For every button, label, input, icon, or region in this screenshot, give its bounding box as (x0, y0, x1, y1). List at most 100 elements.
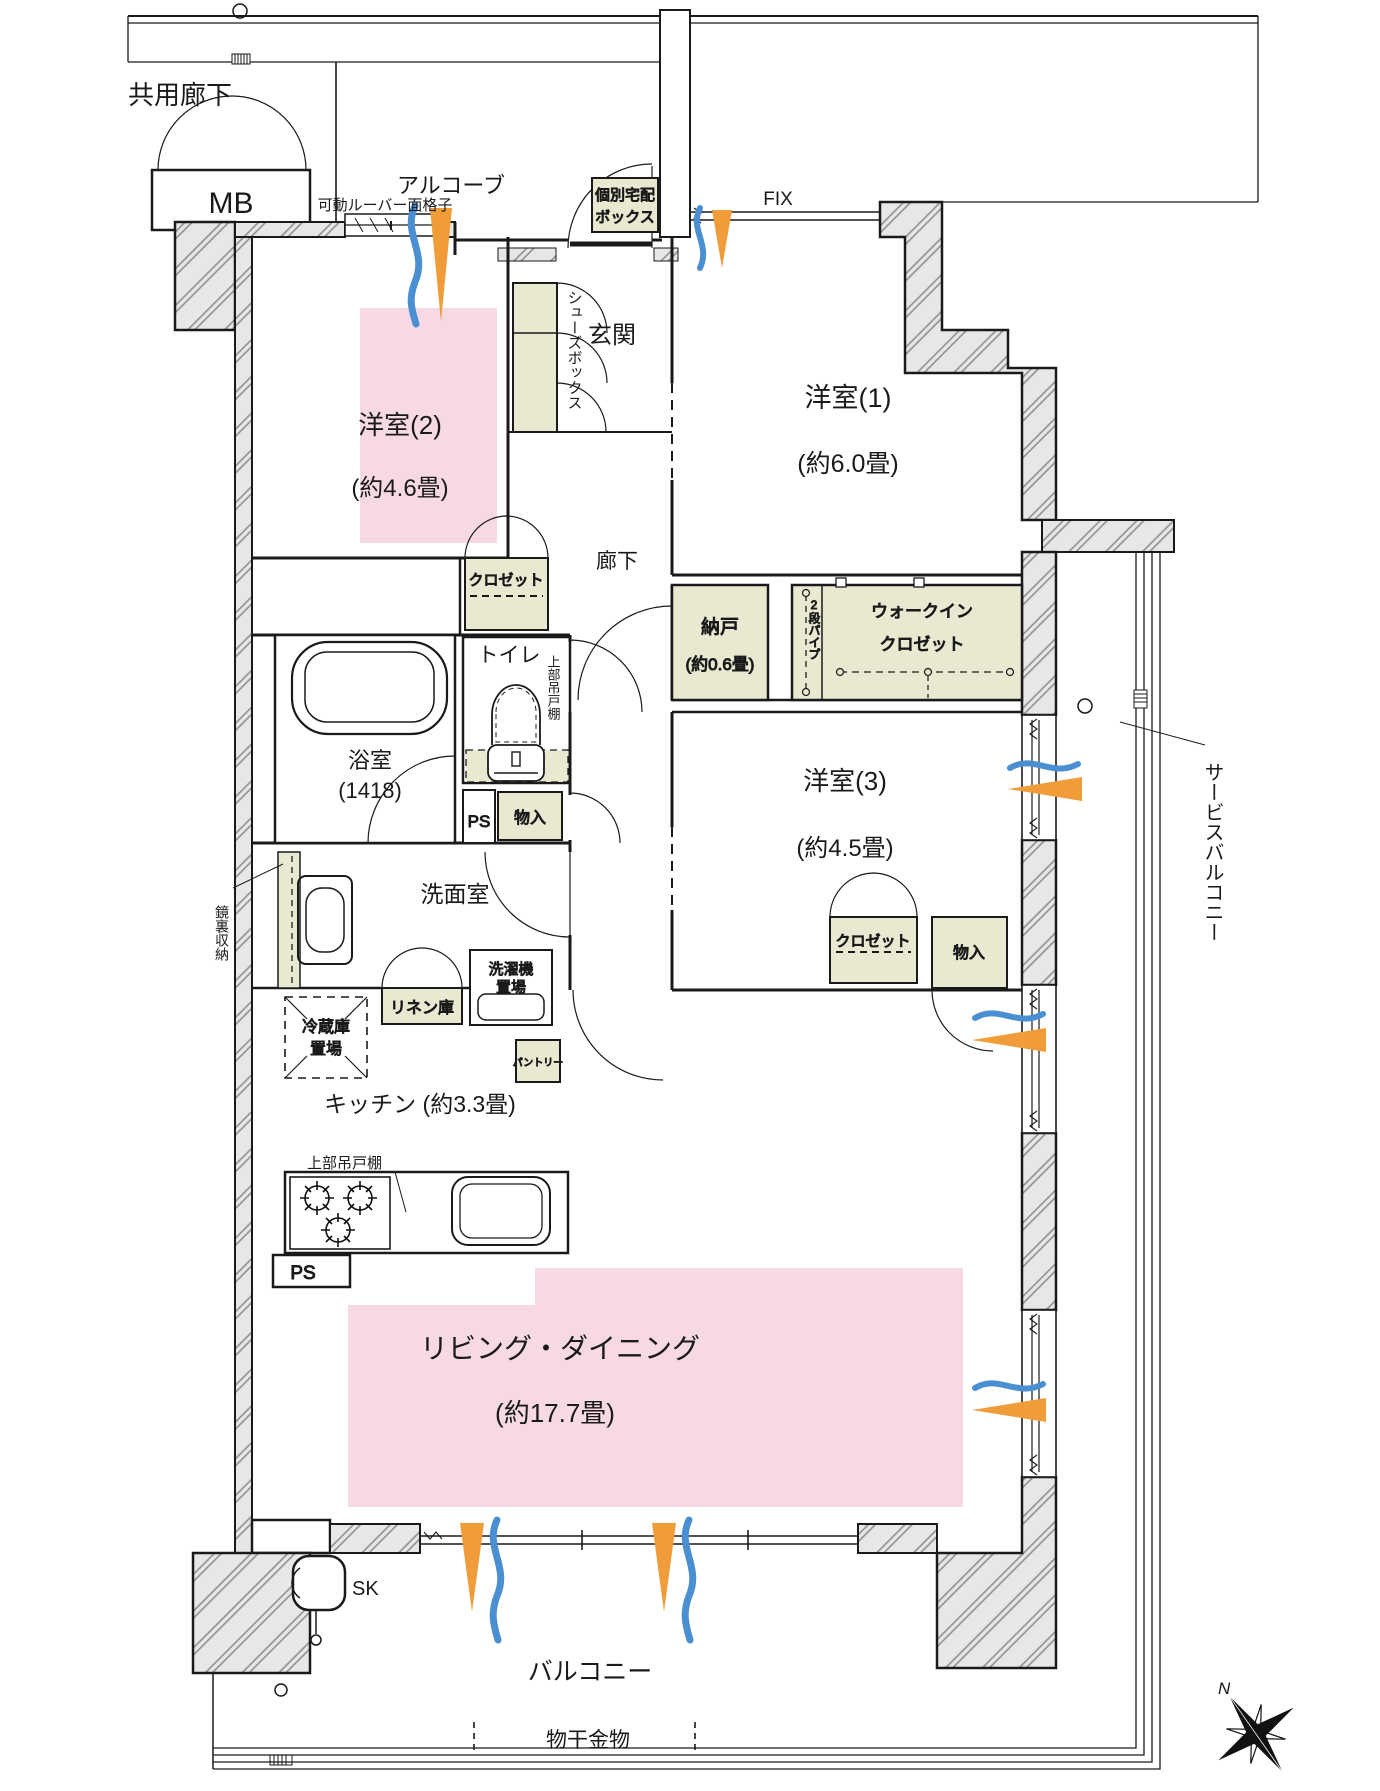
airflow-arrow-icon (972, 1380, 1046, 1422)
living-east-window-2 (1021, 1309, 1057, 1478)
room3-closet: クロゼット (829, 916, 918, 984)
mirror-storage-label: 鏡裏収納 (214, 905, 230, 962)
mb-label: MB (209, 187, 254, 220)
drain-circle-icon (1077, 698, 1093, 714)
windows (344, 207, 1057, 1550)
vent-icon (231, 53, 251, 65)
two-tier-pipe-label: 2段パイプ (807, 598, 821, 660)
doors (367, 163, 994, 1081)
laundry-hardware-label: 物干金物 (546, 1729, 630, 1752)
upper-cabinet-leader (394, 1171, 407, 1213)
room2-closet: クロゼット (464, 557, 549, 631)
linen-cabinet: リネン庫 (381, 987, 463, 1025)
alcove-label: アルコーブ (397, 173, 505, 198)
svg-text:納戸: 納戸 (701, 616, 739, 638)
balcony-railings (213, 552, 1206, 1770)
toilet-label: トイレ (478, 644, 541, 667)
hall-storage-box: 物入 (497, 791, 563, 841)
svg-text:クロゼット: クロゼット (468, 572, 543, 589)
svg-text:PS: PS (290, 1263, 315, 1284)
room2-size-label: (約4.6畳) (351, 475, 448, 502)
vent-icon (269, 1754, 293, 1766)
svg-text:クロゼット: クロゼット (835, 933, 910, 950)
common-corridor (127, 3, 1259, 222)
svg-text:リネン庫: リネン庫 (390, 999, 454, 1017)
storage-room: 納戸 (約0.6畳) (670, 583, 770, 702)
shoes-box (512, 282, 558, 433)
room-labels: アルコーブ 可動ルーバー面格子 FIX 洋室(2) (約4.6畳) 玄関 シュー… (214, 173, 1223, 1752)
svg-text:物入: 物入 (953, 944, 985, 962)
drain-circle-icon (232, 3, 248, 19)
living-storage-box: 物入 (931, 916, 1008, 989)
room3-label: 洋室(3) (803, 766, 887, 796)
room2-label: 洋室(2) (358, 410, 442, 440)
storage-units: 個別宅配 ボックス クロゼット 納戸 (約0.6畳) 2段パイプ ウォークイン … (277, 177, 1024, 1251)
ps-box-kitchen: PS (271, 1253, 352, 1289)
bathtub (290, 640, 449, 736)
kitchen-counter (283, 1170, 570, 1255)
svg-text:洗濯機: 洗濯機 (488, 961, 533, 978)
walk-in-closet: 2段パイプ ウォークイン クロゼット (790, 577, 1024, 702)
living-east-window-1 (1021, 984, 1057, 1134)
shoes-box-label: シューズボックス (566, 290, 583, 410)
bath-size-label: (1418) (338, 778, 402, 803)
fridge-place: 冷蔵庫 置場 (284, 996, 368, 1079)
louver-window (344, 213, 438, 237)
north-label: N (1218, 1679, 1231, 1698)
room3-size-label: (約4.5畳) (796, 835, 893, 862)
svg-text:ボックス: ボックス (595, 209, 655, 226)
svg-text:置場: 置場 (310, 1040, 342, 1058)
bath-label: 浴室 (348, 748, 392, 773)
drain-circle-icon (274, 1683, 288, 1697)
washroom-label: 洗面室 (421, 881, 490, 907)
room1-size-label: (約6.0畳) (797, 450, 898, 478)
fixtures: 洗濯機 置場 冷蔵庫 置場 PS PS (271, 640, 570, 1646)
compass-north-icon: N (1218, 1679, 1294, 1772)
airflow-arrow-icon (972, 1010, 1046, 1052)
svg-text:置場: 置場 (496, 979, 526, 996)
svg-text:クロゼット: クロゼット (880, 635, 965, 654)
airflow-arrow-icon (693, 205, 732, 271)
svg-text:パントリー: パントリー (513, 1057, 564, 1069)
kitchen-upper-cabinet-label: 上部吊戸棚 (307, 1155, 382, 1172)
svg-text:個別宅配: 個別宅配 (595, 187, 655, 204)
sk-sink (291, 1554, 347, 1646)
mirror-storage (277, 851, 301, 989)
washbasin (297, 875, 353, 965)
svg-text:冷蔵庫: 冷蔵庫 (302, 1018, 350, 1036)
svg-text:物入: 物入 (514, 809, 546, 827)
airflow-arrow-icon (652, 1516, 697, 1644)
airflow-arrows (407, 202, 1082, 1644)
fix-label: FIX (763, 189, 793, 210)
living-size-label: (約17.7畳) (495, 1398, 615, 1428)
svg-text:ウォークイン: ウォークイン (871, 602, 973, 621)
airflow-arrow-icon (1007, 760, 1082, 801)
toilet-upper-cabinet-label: 上部吊戸棚 (546, 655, 561, 720)
service-balcony-label: サービスバルコニー (1201, 762, 1223, 942)
sk-label: SK (352, 1578, 379, 1600)
walls (173, 9, 1175, 1769)
living-label: リビング・ダイニング (420, 1333, 700, 1364)
balcony-label: バルコニー (528, 1658, 653, 1686)
ps-box-toilet: PS (462, 789, 496, 844)
toilet-fixture (487, 684, 545, 782)
vent-icon (1133, 689, 1148, 709)
room3-window (1021, 714, 1057, 841)
kitchen-label: キッチン (約3.3畳) (324, 1091, 516, 1117)
living-highlight (348, 1268, 963, 1507)
svg-text:PS: PS (468, 812, 491, 831)
louver-label: 可動ルーバー面格子 (318, 197, 453, 214)
airflow-arrow-icon (407, 202, 452, 328)
common-corridor-label: 共用廊下 (128, 80, 232, 110)
airflow-arrow-icon (460, 1516, 505, 1644)
meter-box: MB (150, 95, 312, 232)
mirror-storage-leader (232, 863, 284, 889)
service-balcony-leader (1119, 721, 1206, 746)
washer-place: 洗濯機 置場 (469, 949, 553, 1026)
room1-label: 洋室(1) (805, 383, 892, 413)
hallway-label: 廊下 (596, 550, 638, 573)
pantry: パントリー (512, 1039, 564, 1083)
entrance-label: 玄関 (588, 322, 636, 349)
